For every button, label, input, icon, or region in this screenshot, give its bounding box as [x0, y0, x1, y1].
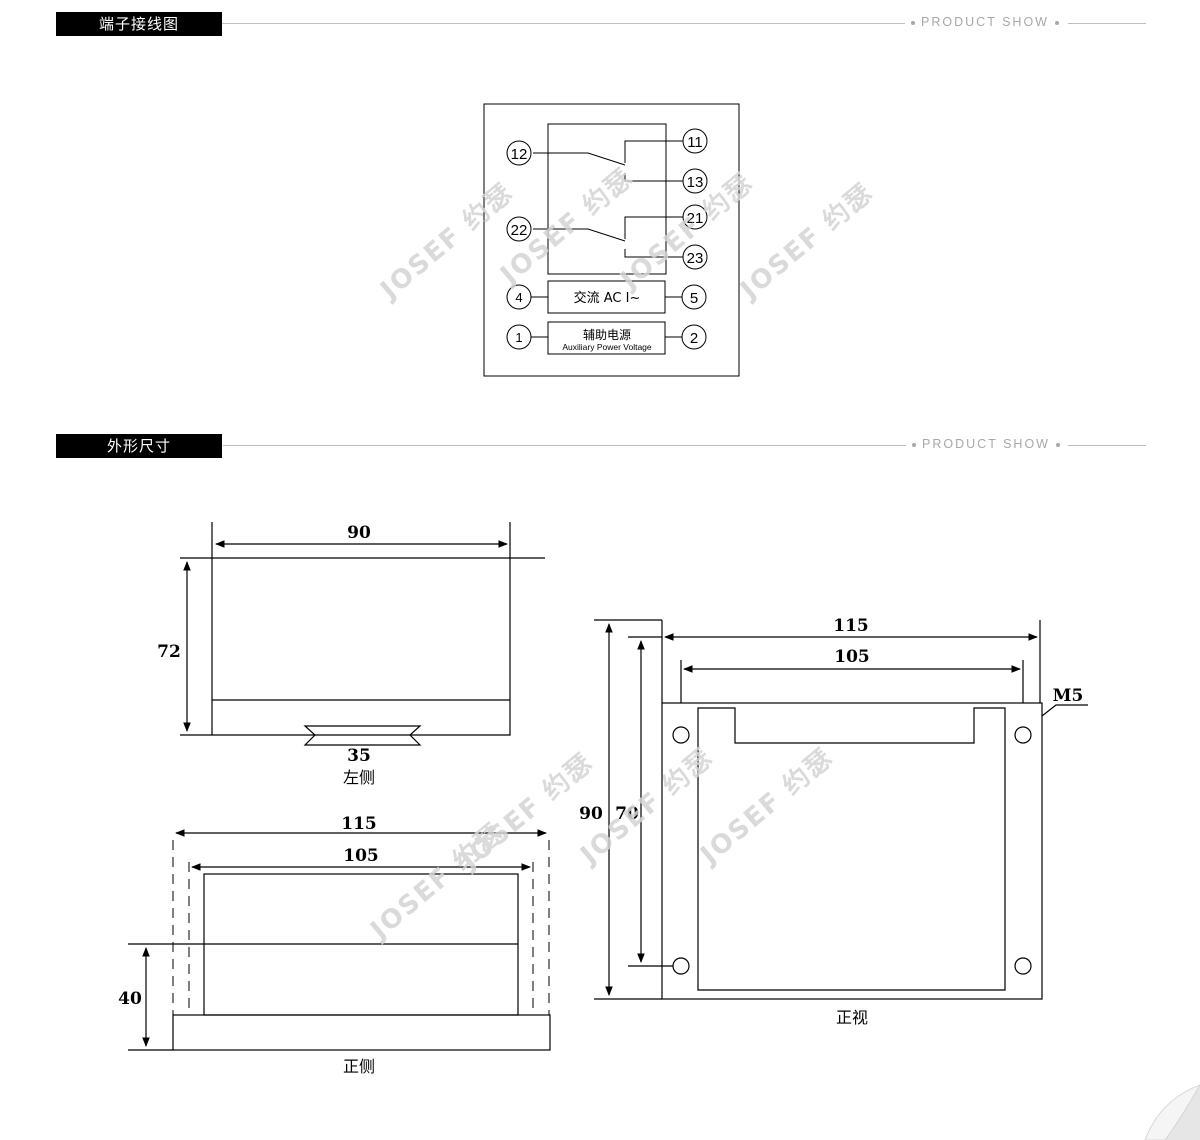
aux-power-en-label: Auxiliary Power Voltage: [562, 342, 652, 352]
terminal-labels: 12 11 13 22 21 23 4 5 1 2: [511, 134, 704, 347]
contact-21-wire: [624, 216, 683, 239]
section-divider: [223, 445, 913, 446]
terminal-5: [681, 284, 707, 310]
contact-22-wire: [533, 228, 626, 242]
din-rail-clip: [303, 725, 422, 746]
terminal-label: 1: [515, 330, 522, 345]
product-show-label: PRODUCT SHOW: [905, 15, 1065, 29]
dim-label: 40: [118, 989, 142, 1009]
page-curl: [1144, 1084, 1200, 1140]
view-caption: 左侧: [343, 768, 375, 787]
dim-label: 90: [579, 804, 603, 824]
terminal-label: 13: [687, 174, 704, 191]
aux-power-box: [547, 321, 666, 355]
dot-icon: [912, 442, 917, 447]
dot-icon: [1054, 20, 1059, 25]
section-title-dimensions: 外形尺寸: [56, 434, 222, 458]
front-side-view: [128, 829, 551, 1051]
terminal-label: 11: [687, 134, 703, 151]
dim-label: 105: [343, 846, 379, 866]
terminal-1: [506, 324, 532, 350]
terminal-label: 21: [687, 210, 704, 227]
aux-power-cn-label: 辅助电源: [583, 328, 631, 342]
terminal-21: [682, 204, 708, 230]
dim-label: 115: [833, 616, 869, 636]
contact-13-wire: [624, 173, 683, 182]
watermarks: JOSEF 约瑟 JOSEF 约瑟 JOSEF 约瑟 JOSEF 约瑟 JOSE…: [363, 162, 879, 947]
view-caption: 正侧: [343, 1057, 375, 1076]
dim-label: 90: [347, 523, 371, 543]
mounting-hole: [1014, 726, 1032, 744]
terminal-label: 4: [515, 290, 522, 305]
relay-box: [547, 123, 667, 275]
terminal-23: [682, 244, 708, 270]
front-view-plate: [661, 702, 1043, 1000]
terminal-label: 2: [690, 330, 698, 347]
terminal-4: [506, 284, 532, 310]
watermark: JOSEF 约瑟: [453, 747, 599, 877]
dim-label: 35: [347, 746, 371, 766]
dim-label: 115: [341, 814, 377, 834]
contact-11-wire: [624, 140, 683, 163]
contact-23-wire: [624, 249, 683, 258]
terminal-22: [506, 216, 532, 242]
section-divider: [222, 23, 912, 24]
mounting-hole: [1014, 957, 1032, 975]
left-side-view: [180, 522, 545, 746]
terminal-12: [506, 140, 532, 166]
terminal-11: [682, 128, 708, 154]
contact-12-wire: [533, 152, 626, 166]
dot-icon: [911, 20, 916, 25]
terminal-label: 12: [511, 146, 528, 163]
dim-label: 72: [157, 642, 181, 662]
wiring-diagram: [483, 103, 740, 377]
section-header-wiring: 端子接线图 PRODUCT SHOW: [0, 12, 1200, 42]
section-title-wiring: 端子接线图: [56, 12, 222, 36]
dot-icon: [1055, 442, 1060, 447]
watermark: JOSEF 约瑟: [733, 177, 879, 307]
terminal-label: 5: [690, 290, 698, 307]
mounting-hole: [672, 957, 690, 975]
terminal-label: 22: [511, 222, 528, 239]
terminal-2: [681, 324, 707, 350]
ac-input-label: 交流 AC I~: [574, 290, 641, 306]
terminal-label: 23: [687, 250, 704, 267]
screw-leader: [1041, 704, 1088, 717]
section-divider: [1068, 445, 1146, 446]
screw-label: M5: [1053, 686, 1084, 706]
section-header-dimensions: 外形尺寸 PRODUCT SHOW: [0, 434, 1200, 464]
product-show-label: PRODUCT SHOW: [906, 437, 1066, 451]
dim-label: 70: [615, 804, 639, 824]
left-view-body: [211, 558, 511, 736]
terminal-13: [682, 168, 708, 194]
wiring-frame: [483, 103, 740, 377]
front-side-base: [172, 1014, 551, 1051]
front-view: [594, 619, 1088, 1000]
view-caption: 正视: [836, 1008, 868, 1027]
watermark: JOSEF 约瑟: [373, 177, 519, 307]
section-divider: [1068, 23, 1146, 24]
front-view-body: [697, 707, 1006, 991]
mounting-hole: [672, 726, 690, 744]
dim-label: 105: [834, 647, 870, 667]
